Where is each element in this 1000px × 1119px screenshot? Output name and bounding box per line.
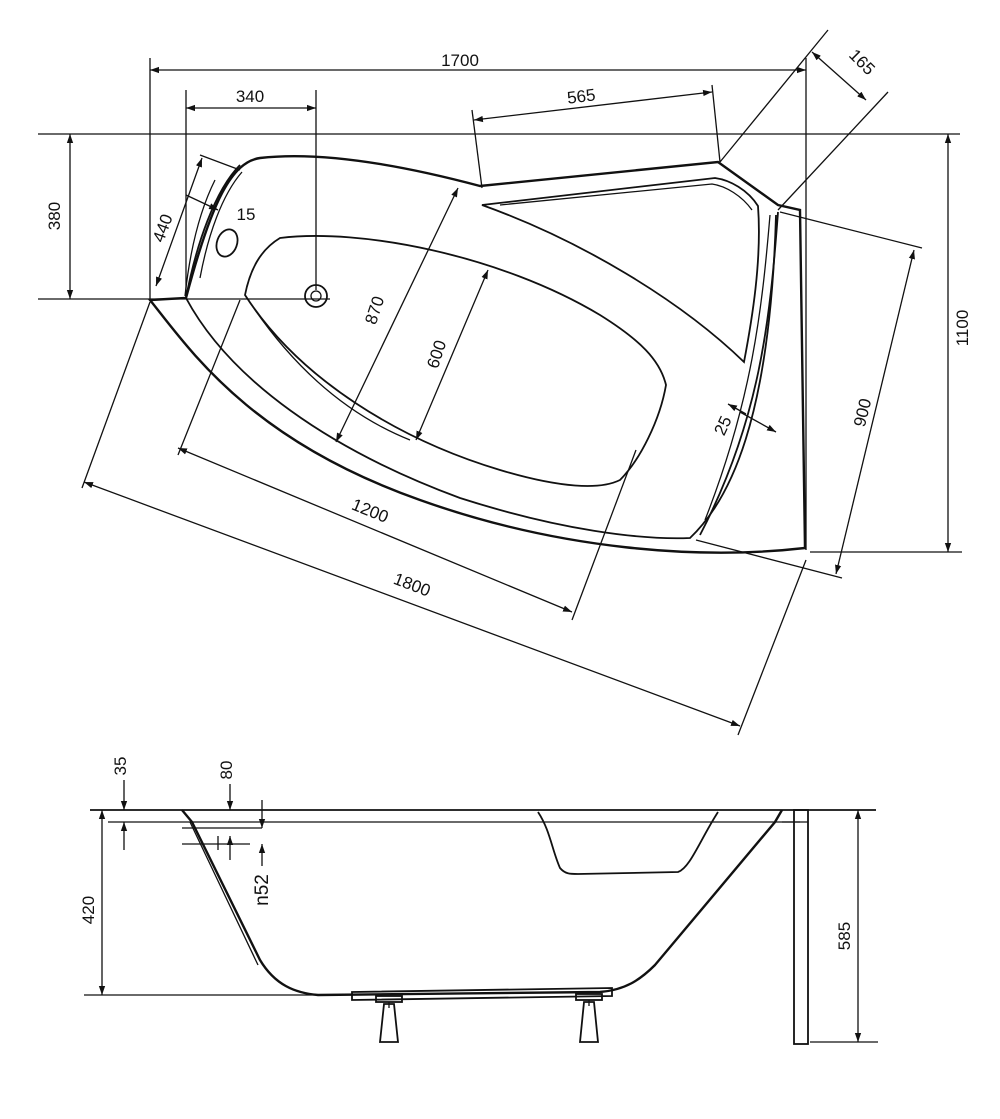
left-foot-icon (375, 995, 403, 1043)
basin-front-wall (244, 294, 411, 441)
dim-1800: 1800 (391, 569, 433, 600)
tub-outer-rim (147, 155, 807, 554)
side-apron-panel (793, 809, 809, 1045)
dim-380: 380 (45, 202, 64, 230)
dim-1100: 1100 (953, 310, 972, 347)
dim-15: 15 (237, 205, 256, 224)
headrest-inner (199, 171, 243, 279)
dim-25: 25 (710, 413, 735, 438)
side-view: 35 80 n52 420 585 (79, 757, 878, 1045)
overflow-icon (215, 228, 239, 258)
drain-inner-icon (310, 290, 322, 302)
side-seat-recess (537, 811, 719, 875)
side-base (351, 987, 613, 1001)
dim-340: 340 (236, 87, 264, 106)
top-view: 1700 340 565 165 380 440 15 870 600 1100… (38, 29, 972, 736)
dim-585: 585 (835, 922, 854, 950)
side-tub-body (181, 809, 784, 997)
seat-ledge (481, 177, 760, 364)
dim-n52: n52 (252, 874, 273, 906)
dim-1700: 1700 (441, 51, 479, 70)
right-foot-icon (575, 993, 603, 1043)
dim-165: 165 (845, 45, 878, 78)
side-overflow-fitting (182, 827, 262, 850)
dim-565: 565 (566, 85, 596, 107)
dim-600: 600 (423, 338, 450, 371)
right-wall-inner (704, 214, 771, 521)
dim-870: 870 (361, 294, 388, 327)
dim-35: 35 (111, 757, 130, 776)
dim-420: 420 (79, 896, 98, 924)
side-tub-body-inner (189, 821, 259, 966)
dim-80: 80 (217, 761, 236, 780)
seat-ledge-inner (499, 183, 753, 211)
basin (244, 235, 667, 487)
